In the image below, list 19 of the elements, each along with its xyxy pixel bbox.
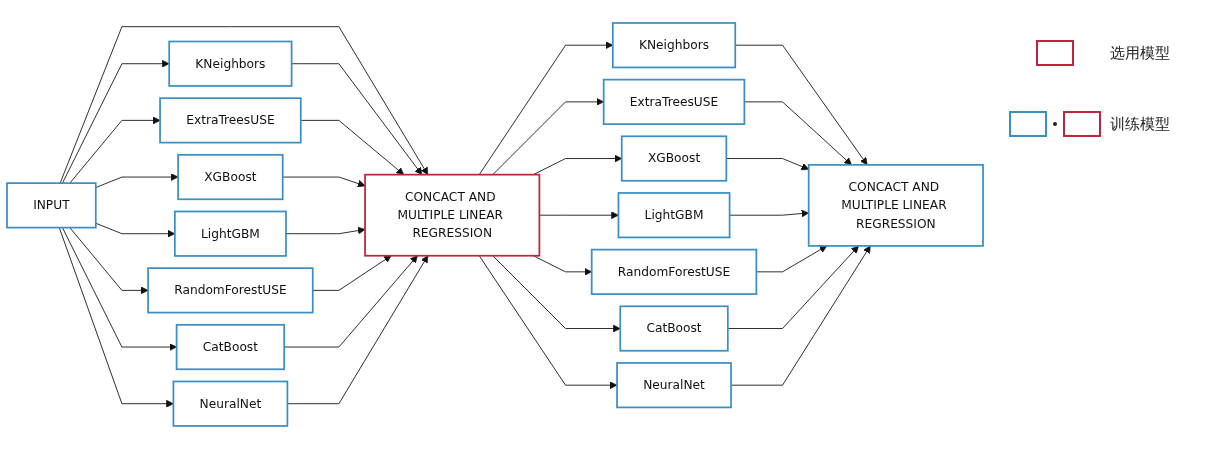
- node-box: XGBoost: [620, 135, 728, 182]
- node-box: KNeighbors: [611, 22, 737, 69]
- node-box: CatBoost: [619, 305, 729, 352]
- node-box: LightGBM: [173, 210, 287, 257]
- node-box: CatBoost: [175, 324, 286, 371]
- node-box: RandomForestUSE: [590, 248, 758, 295]
- node-box: INPUT: [6, 182, 97, 229]
- node-box: CONCACT AND MULTIPLE LINEAR REGRESSION: [807, 164, 984, 247]
- legend-text: 选用模型: [1110, 43, 1170, 63]
- node-box: ExtraTreesUSE: [159, 97, 302, 144]
- legend-text: 训练模型: [1110, 114, 1170, 134]
- node-box: ExtraTreesUSE: [602, 78, 746, 125]
- node-box: KNeighbors: [168, 40, 293, 87]
- node-box: XGBoost: [177, 154, 284, 201]
- node-box: LightGBM: [617, 192, 731, 239]
- node-box: NeuralNet: [172, 380, 289, 427]
- node-box: CONCACT AND MULTIPLE LINEAR REGRESSION: [364, 173, 541, 257]
- node-box: RandomForestUSE: [147, 267, 314, 314]
- node-box: NeuralNet: [616, 362, 732, 409]
